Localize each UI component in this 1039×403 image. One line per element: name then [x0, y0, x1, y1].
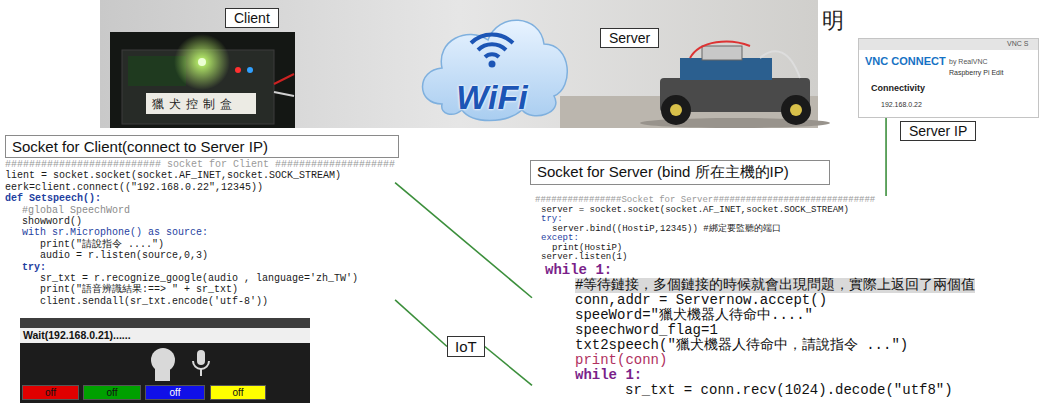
- server-label: Server: [600, 28, 659, 48]
- node-text: Server IP: [909, 123, 967, 139]
- leader-connector: [395, 183, 532, 298]
- node-text: off: [170, 387, 181, 398]
- code-line: with sr.Microphone() as source:: [5, 227, 395, 238]
- code-line: try:: [5, 262, 395, 273]
- client-box-photo: [110, 32, 295, 128]
- cut-off-title-char: 明: [822, 6, 844, 36]
- code-line: ################Socket for Server#######…: [535, 196, 875, 206]
- code-line: speechword_flag=1: [575, 323, 718, 338]
- leader-connector: [395, 300, 447, 347]
- robot-car-photo: [640, 42, 830, 128]
- code-line: def Setspeech():: [5, 193, 395, 204]
- vnc-text: 192.168.0.22: [881, 101, 922, 108]
- code-line: print("請說指令 ...."): [5, 239, 395, 250]
- code-line: client.sendall(sr_txt.encode('utf-8')): [5, 296, 395, 307]
- vnc-text: by RealVNC: [949, 58, 988, 65]
- code-line: server.bind((HostiP,12345)) #綁定要監聽的端口: [552, 225, 781, 235]
- status-button: off: [22, 385, 79, 400]
- node-text: Socket for Server (bind 所在主機的IP): [537, 163, 789, 182]
- code-line: while 1:: [545, 263, 612, 278]
- vnc-text: Raspberry Pi Edit: [949, 69, 1003, 76]
- node-text: WiFi: [456, 78, 527, 116]
- code-line: print(HostiP): [552, 244, 622, 254]
- node-text: off: [233, 387, 244, 398]
- code-line: server = socket.socket(socket.AF_INET,so…: [541, 206, 849, 216]
- code-line: speeWord="獵犬機器人待命中....": [575, 308, 813, 323]
- node-text: off: [45, 387, 56, 398]
- leader-connector: [485, 347, 532, 386]
- node-text: Socket for Client(connect to Server IP): [12, 138, 268, 155]
- code-line: audio = r.listen(source,0,3): [5, 250, 395, 261]
- node-text: IoT: [455, 338, 477, 355]
- code-line: print(conn): [575, 353, 667, 368]
- server-ip-label: Server IP: [900, 121, 976, 141]
- wifi-cloud: WiFi: [412, 4, 572, 126]
- status-button: off: [210, 385, 266, 400]
- code-line: while 1:: [575, 368, 642, 383]
- code-line: ########################## socket for Cl…: [5, 159, 395, 170]
- node-text: off: [107, 387, 118, 398]
- device-label: 獵犬控制盒: [152, 96, 237, 113]
- status-button: off: [83, 385, 141, 400]
- server-code: ################Socket for Server#######…: [532, 196, 975, 398]
- leader-connector: [885, 118, 887, 196]
- code-line: lient = socket.socket(socket.AF_INET,soc…: [5, 170, 395, 181]
- app-window: Wait(192.168.0.21)...... off off off off: [20, 318, 310, 403]
- node-text: Wait(192.168.0.21)......: [23, 329, 131, 341]
- code-line: eerk=client.connect(("192.168.0.22",1234…: [5, 182, 395, 193]
- code-line: conn,addr = Servernow.accept(): [575, 293, 827, 308]
- photo-banner: [100, 0, 818, 128]
- code-line: sr_txt = conn.recv(1024).decode("utf8"): [625, 383, 953, 398]
- code-line: except:: [541, 234, 579, 244]
- client-label: Client: [225, 8, 279, 28]
- code-line: server.listen(1): [541, 253, 627, 263]
- node-text: Server: [609, 30, 650, 46]
- vnc-text: VNC CONNECT: [865, 55, 946, 67]
- vnc-text: Connectivity: [871, 83, 925, 93]
- status-button: off: [145, 385, 205, 400]
- code-line: try:: [541, 215, 563, 225]
- code-line: #等待鏈接，多個鏈接的時候就會出現問題，實際上返回了兩個值: [575, 278, 975, 293]
- client-code: ########################## socket for Cl…: [5, 159, 395, 307]
- code-line: txt2speech("獵犬機器人待命中，請說指令 ..."): [575, 338, 908, 353]
- code-line: showword(): [5, 216, 395, 227]
- socket-server-caption: Socket for Server (bind 所在主機的IP): [530, 160, 830, 185]
- code-line: sr_txt = r.recognize_google(audio , lang…: [5, 273, 395, 284]
- code-line: #global SpeechWord: [5, 205, 395, 216]
- vnc-text: VNC S: [1007, 40, 1028, 47]
- code-line: print("語音辨識結果:==> " + sr_txt): [5, 284, 395, 295]
- socket-client-caption: Socket for Client(connect to Server IP): [5, 135, 399, 158]
- node-text: Client: [234, 10, 270, 26]
- app-window-chrome: [20, 318, 310, 403]
- iot-label: IoT: [447, 336, 485, 357]
- vnc-screenshot: VNC S VNC CONNECTby RealVNC Raspberry Pi E…: [858, 38, 1039, 118]
